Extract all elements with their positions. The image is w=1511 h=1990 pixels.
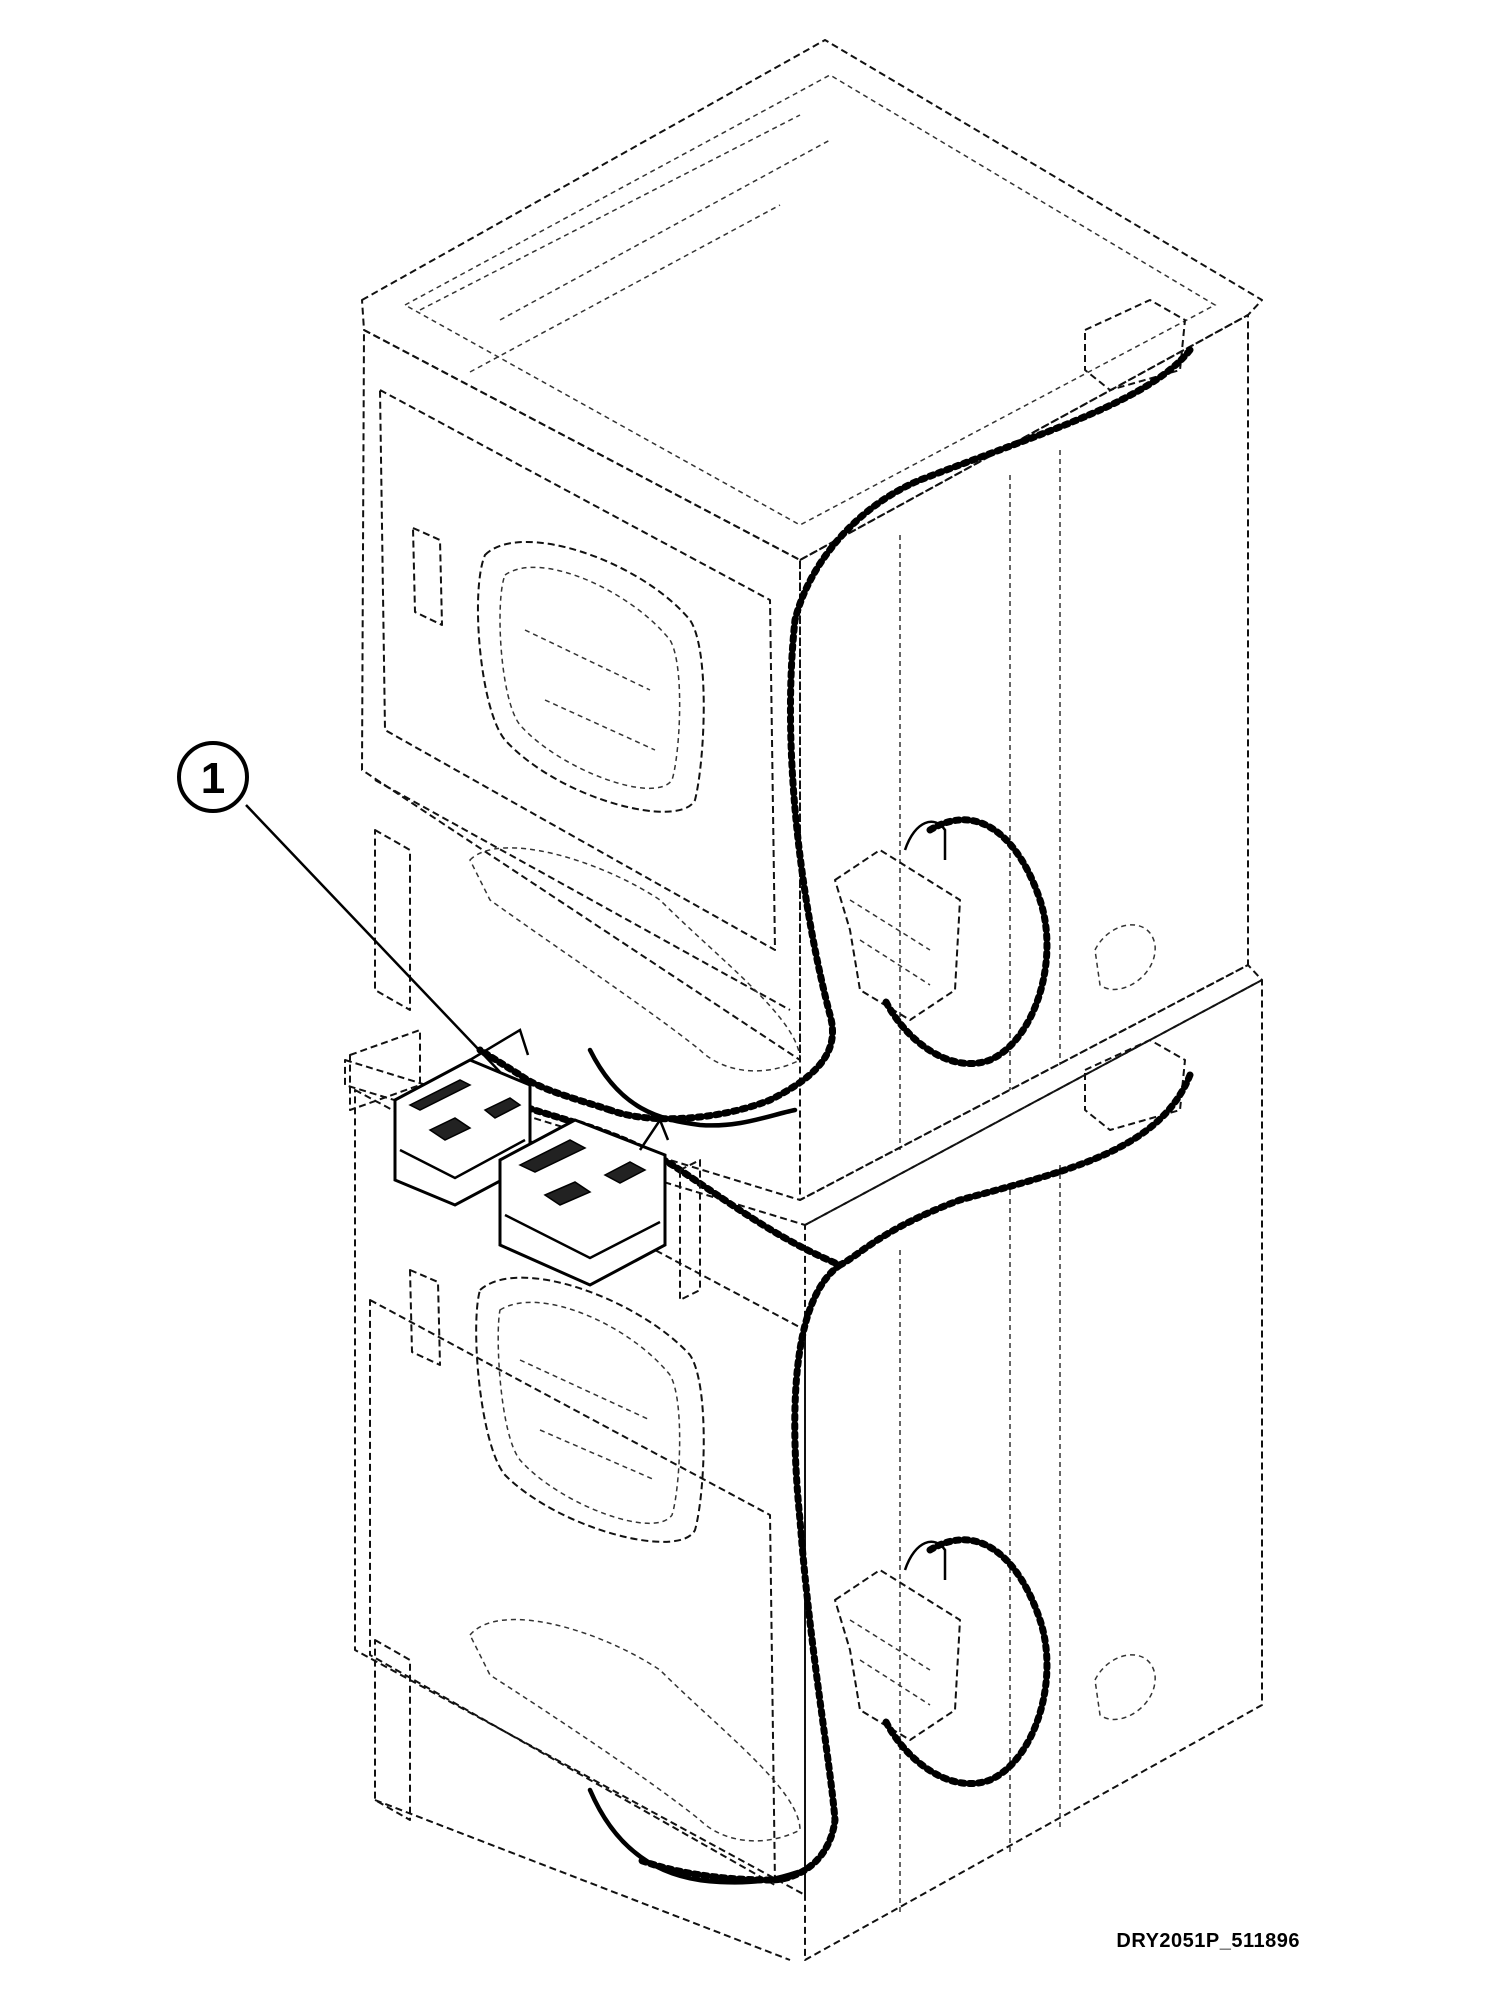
upper-hose: [587, 1047, 798, 1128]
lower-corner-bracket: [1084, 1039, 1186, 1131]
wiring-harness-upper-motor-loop: [881, 816, 1051, 1068]
upper-door-panel: [379, 389, 776, 951]
lower-porthole-inner: [497, 1301, 681, 1525]
control-board-bracket: [349, 1029, 701, 1301]
upper-corner-bracket: [1084, 299, 1186, 391]
upper-dryer-front: [361, 329, 801, 1061]
lower-hose: [587, 1787, 801, 1885]
lower-side-round-vent: [1094, 1654, 1156, 1721]
wiring-harness-upper: [606, 346, 1194, 1123]
upper-side-panels: [899, 450, 1061, 1150]
callout-1-label: 1: [201, 754, 225, 803]
lower-dryer-side: [804, 979, 1263, 1961]
upper-porthole: [476, 540, 705, 813]
upper-lower-frame: [374, 779, 791, 1011]
lower-motor: [834, 1540, 961, 1741]
callout-1: 1: [177, 741, 501, 1073]
lower-door-handle: [409, 1269, 441, 1366]
upper-dryer-top: [361, 39, 1263, 561]
lower-base-frame: [374, 1639, 791, 1961]
upper-top-inner: [403, 74, 1217, 526]
lower-porthole: [475, 1276, 705, 1543]
lower-duct: [469, 1618, 801, 1842]
upper-motor: [834, 820, 961, 1021]
upper-porthole-inner: [499, 566, 681, 790]
wiring-harness-to-board: [476, 1046, 614, 1114]
lower-dryer-front: [354, 1089, 806, 1896]
lower-side-panels: [899, 1165, 1061, 1915]
control-board-assembly: [349, 1028, 701, 1301]
wiring-harness-lower-motor-loop: [881, 1536, 1051, 1788]
upper-door-handle: [412, 527, 443, 626]
callout-1-circle: [177, 741, 249, 813]
wiring-harness-lower: [636, 1261, 844, 1884]
upper-duct: [469, 847, 801, 1072]
lower-dryer: [344, 964, 1263, 1961]
callout-1-leader: [245, 804, 501, 1073]
upper-top-shading: [419, 114, 831, 373]
upper-dryer-side: [799, 314, 1249, 1201]
figure-code: DRY2051P_511896: [1116, 1930, 1300, 1952]
lower-porthole-glare: [519, 1359, 656, 1481]
upper-porthole-glare: [524, 629, 656, 751]
upper-side-round-vent: [1094, 924, 1156, 991]
lower-door-panel: [369, 1299, 776, 1886]
upper-dryer: [361, 39, 1263, 1201]
